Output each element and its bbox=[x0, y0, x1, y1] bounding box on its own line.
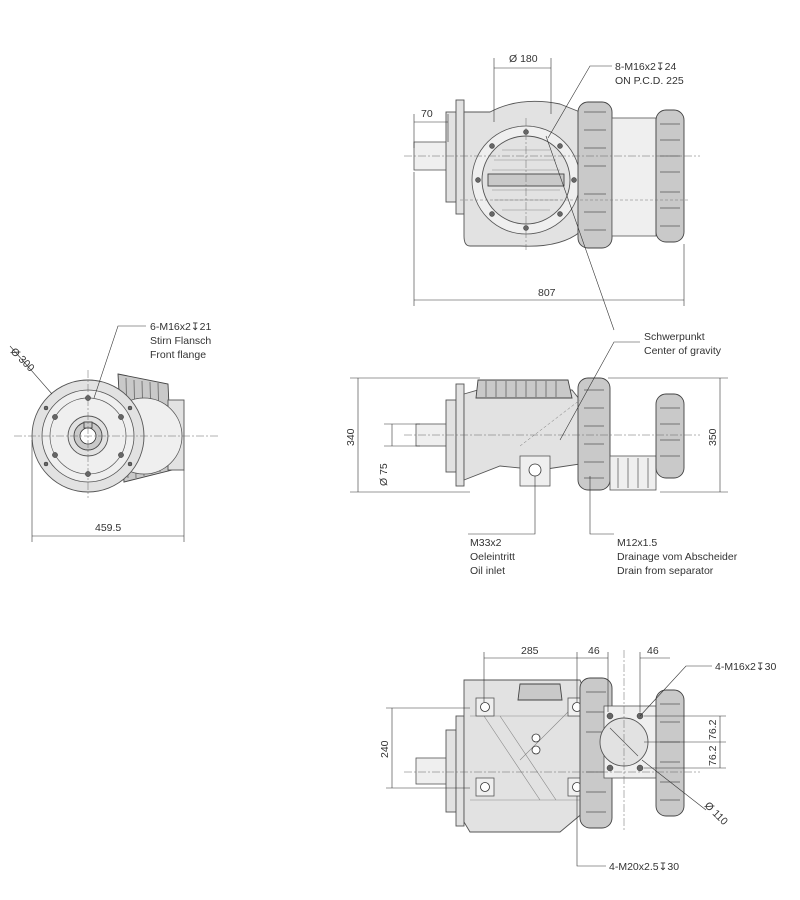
bolt-hole bbox=[606, 764, 614, 772]
dim-height-right: 350 bbox=[707, 428, 719, 446]
note-leader bbox=[93, 325, 146, 399]
bolt-hole bbox=[557, 211, 563, 217]
note-center-of-gravity-line1: Schwerpunkt bbox=[644, 331, 705, 343]
note-leader-top bbox=[545, 135, 615, 331]
note-leader bbox=[468, 476, 536, 535]
dim-line-110 bbox=[641, 759, 707, 811]
side-flange-ring bbox=[445, 399, 457, 473]
bottom-view: 285 46 46 4-M16x2↧30 240 76.2 76.2 Ø 110… bbox=[379, 645, 776, 873]
note-drain-line1: M12x1.5 bbox=[617, 537, 657, 549]
top-view: Ø 180 70 807 8-M16x2↧24 ON P.C.D. 225 bbox=[404, 53, 700, 306]
note-bolts-m16: 4-M16x2↧30 bbox=[715, 661, 776, 673]
dim-diameter-300: Ø 300 bbox=[8, 346, 37, 375]
note-center-of-gravity-line2: Center of gravity bbox=[644, 345, 722, 357]
side-drain-block bbox=[609, 455, 657, 491]
note-leader bbox=[547, 65, 612, 139]
bolt-hole bbox=[606, 712, 614, 720]
side-rib-lines bbox=[485, 381, 557, 397]
note-oil-inlet-line3: Oil inlet bbox=[470, 565, 505, 577]
dim-240: 240 bbox=[379, 740, 391, 758]
bolt-hole bbox=[43, 405, 49, 411]
bolt-hole bbox=[43, 461, 49, 467]
note-leader bbox=[639, 665, 712, 717]
dim-diameter-180: Ø 180 bbox=[509, 53, 538, 65]
dim-width: 459.5 bbox=[95, 522, 121, 534]
dim-diameter-110: Ø 110 bbox=[702, 800, 730, 828]
dim-285: 285 bbox=[521, 645, 539, 657]
top-flange-plate bbox=[455, 99, 465, 215]
dim-46-b: 46 bbox=[647, 645, 659, 657]
note-oil-inlet-line1: M33x2 bbox=[470, 537, 502, 549]
side-tank-right bbox=[655, 393, 685, 479]
dim-height-left: 340 bbox=[345, 428, 357, 446]
bolt-hole bbox=[118, 414, 124, 420]
bottom-port bbox=[531, 745, 541, 755]
dim-shaft-diameter: Ø 75 bbox=[378, 463, 390, 486]
bolt-hole bbox=[636, 764, 644, 772]
bottom-flange-plate bbox=[455, 715, 465, 827]
side-tank-left bbox=[577, 377, 611, 491]
note-drain-line2: Drainage vom Abscheider bbox=[617, 551, 738, 563]
bolt-hole bbox=[489, 211, 495, 217]
bottom-tank-right bbox=[655, 689, 685, 817]
bolt-hole bbox=[475, 177, 481, 183]
top-tank-bridge bbox=[611, 117, 657, 237]
bolt-hole bbox=[557, 143, 563, 149]
bolt-hole bbox=[52, 452, 58, 458]
note-front-flange-line1: 6-M16x2↧21 bbox=[150, 321, 211, 333]
dim-overall-length: 807 bbox=[538, 287, 556, 299]
bottom-flange-ring bbox=[445, 729, 457, 813]
side-tank-ribs bbox=[584, 389, 604, 479]
note-front-flange-line2: Stirn Flansch bbox=[150, 335, 211, 347]
dim-76-2-a: 76.2 bbox=[707, 719, 719, 740]
dim-shaft-length: 70 bbox=[421, 108, 433, 120]
note-leader bbox=[589, 476, 614, 535]
side-oil-port bbox=[528, 463, 542, 477]
top-flange bbox=[445, 111, 457, 203]
bolt-hole bbox=[127, 461, 133, 467]
note-bolts-m20: 4-M20x2.5↧30 bbox=[609, 861, 679, 873]
top-tank-ribs bbox=[584, 111, 606, 231]
note-leader bbox=[576, 796, 606, 867]
note-flange-bolts-line1: 8-M16x2↧24 bbox=[615, 61, 676, 73]
bottom-top-ribs bbox=[517, 683, 563, 701]
side-hidden-line bbox=[519, 399, 581, 447]
note-front-flange-line3: Front flange bbox=[150, 349, 206, 361]
note-leader bbox=[559, 341, 640, 441]
note-drain-line3: Drain from separator bbox=[617, 565, 714, 577]
bottom-port bbox=[531, 733, 541, 743]
dim-76-2-b: 76.2 bbox=[707, 745, 719, 766]
bottom-hatch bbox=[470, 703, 580, 801]
side-view: 340 Ø 75 350 Schwerpunkt Center of gravi… bbox=[345, 135, 738, 577]
front-view: Ø 300 459.5 6-M16x2↧21 Stirn Flansch Fro… bbox=[8, 321, 220, 542]
top-tank-right bbox=[655, 109, 685, 243]
note-oil-inlet-line2: Oeleintritt bbox=[470, 551, 515, 563]
bottom-foot-hole bbox=[480, 782, 490, 792]
dim-line-300 bbox=[9, 345, 53, 395]
side-top-ribs bbox=[475, 379, 573, 399]
bolt-hole bbox=[52, 414, 58, 420]
note-flange-bolts-line2: ON P.C.D. 225 bbox=[615, 75, 684, 87]
bolt-hole bbox=[571, 177, 577, 183]
dim-46-a: 46 bbox=[588, 645, 600, 657]
bottom-foot-hole bbox=[480, 702, 490, 712]
side-drain-fins bbox=[617, 458, 649, 488]
top-tank-left bbox=[577, 101, 613, 249]
side-tank-right-ribs bbox=[660, 407, 680, 457]
bolt-hole bbox=[118, 452, 124, 458]
bolt-hole bbox=[127, 405, 133, 411]
bolt-hole bbox=[489, 143, 495, 149]
